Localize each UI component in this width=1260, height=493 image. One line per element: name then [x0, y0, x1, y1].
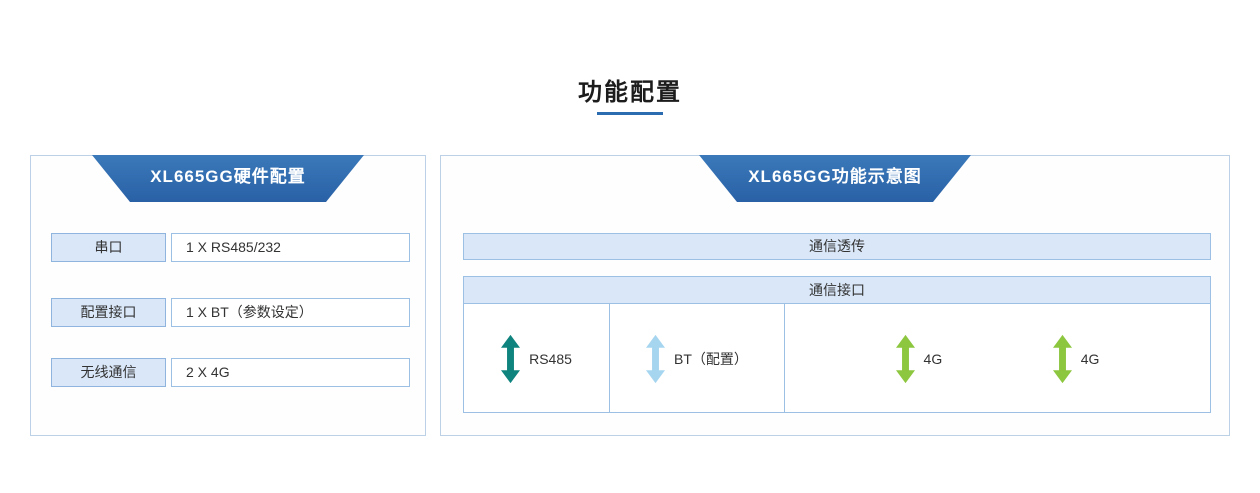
interface-item: RS485: [501, 332, 572, 386]
spec-row: 无线通信 2 X 4G: [51, 358, 410, 387]
function-panel-header: XL665GG功能示意图: [699, 155, 971, 202]
interface-section-4g: 4G 4G: [785, 304, 1210, 413]
spec-row: 配置接口 1 X BT（参数设定）: [51, 298, 410, 327]
interface-item: BT（配置）: [646, 332, 748, 386]
interface-label: 4G: [923, 350, 943, 367]
spec-label: 无线通信: [51, 358, 166, 387]
interface-box: 通信接口 RS485: [463, 276, 1211, 413]
function-panel: XL665GG功能示意图 通信透传 通信接口 RS485: [440, 155, 1230, 436]
interface-label: RS485: [529, 350, 572, 367]
interface-label: 4G: [1080, 350, 1100, 367]
spec-label: 串口: [51, 233, 166, 262]
interface-label: BT（配置）: [674, 350, 748, 367]
updown-arrow-icon: [895, 334, 915, 383]
page-title: 功能配置: [578, 79, 682, 106]
spec-value: 1 X BT（参数设定）: [171, 298, 410, 327]
spec-value: 1 X RS485/232: [171, 233, 410, 262]
title-underline: [597, 112, 663, 115]
spec-label: 配置接口: [51, 298, 166, 327]
hardware-panel: XL665GG硬件配置 串口 1 X RS485/232 配置接口 1 X BT…: [30, 155, 426, 436]
interface-body: RS485 BT（配置）: [464, 304, 1210, 413]
interface-item: 4G: [895, 332, 943, 386]
hardware-panel-header: XL665GG硬件配置: [92, 155, 364, 202]
updown-arrow-icon: [501, 334, 521, 383]
interface-header-bar: 通信接口: [464, 277, 1210, 304]
transparent-transmission-bar: 通信透传: [463, 233, 1211, 260]
interface-section-rs485: RS485: [464, 304, 610, 413]
spec-value: 2 X 4G: [171, 358, 410, 387]
updown-arrow-icon: [1052, 334, 1072, 383]
updown-arrow-icon: [646, 334, 666, 383]
interface-item: 4G: [1052, 332, 1100, 386]
spec-row: 串口 1 X RS485/232: [51, 233, 410, 262]
interface-section-bt: BT（配置）: [610, 304, 785, 413]
